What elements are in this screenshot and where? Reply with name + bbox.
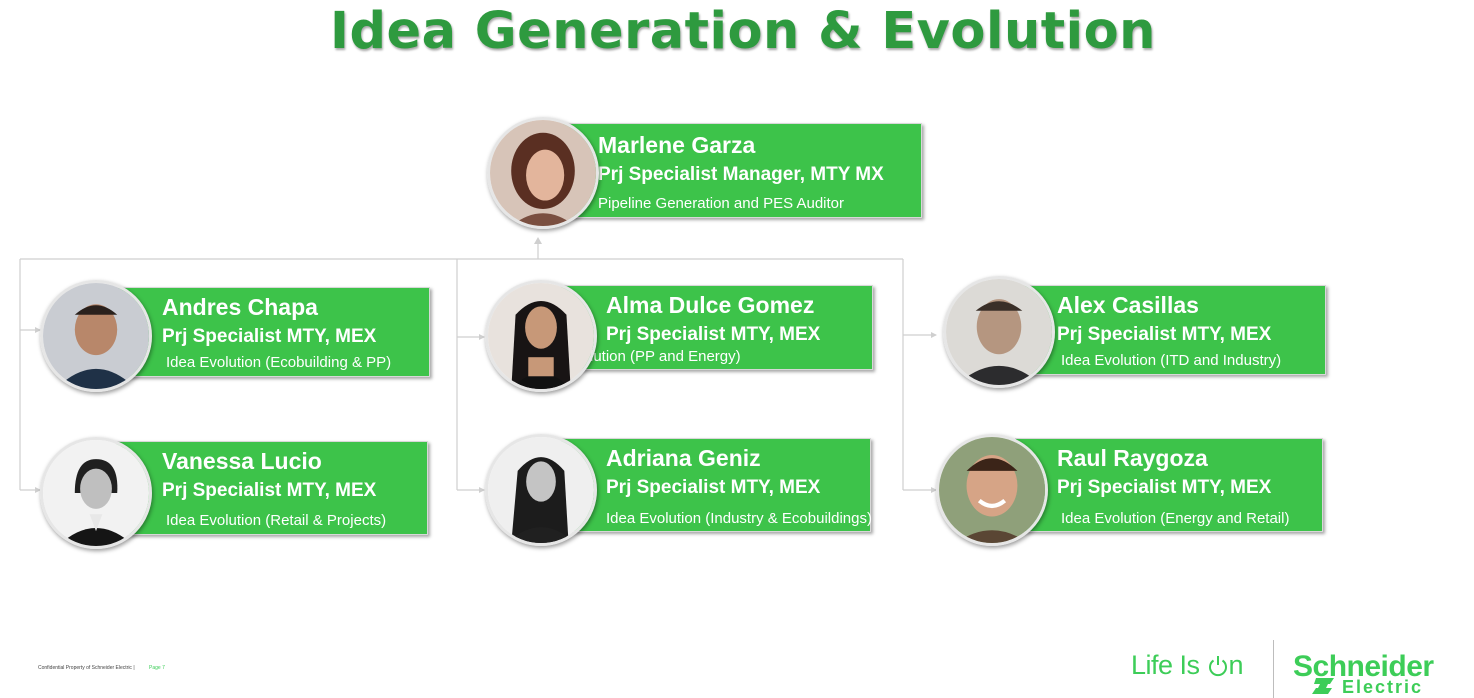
person-role: Prj Specialist MTY, MEX xyxy=(162,326,377,347)
brand-name-line1: Schneider xyxy=(1293,650,1434,683)
person-description: Idea Evolution (Energy and Retail) xyxy=(1061,510,1290,527)
avatar-vanessa-lucio xyxy=(40,437,152,549)
person-name: Adriana Geniz xyxy=(606,445,761,471)
person-description: Idea Evolution (Industry & Ecobuildings) xyxy=(606,510,872,527)
person-role: Prj Specialist MTY, MEX xyxy=(1057,477,1272,498)
person-name: Marlene Garza xyxy=(598,132,756,158)
avatar-alex-casillas xyxy=(943,276,1055,388)
avatar-alma-dulce-gomez xyxy=(485,280,597,392)
person-description: Idea Evolution (ITD and Industry) xyxy=(1061,352,1282,369)
footer-divider xyxy=(1273,640,1274,698)
avatar-marlene-garza xyxy=(487,117,599,229)
person-role: Prj Specialist MTY, MEX xyxy=(606,324,821,345)
person-name: Alma Dulce Gomez xyxy=(606,292,815,318)
person-role: Prj Specialist MTY, MEX xyxy=(606,477,821,498)
person-description: Idea Evolution (Ecobuilding & PP) xyxy=(166,354,392,371)
avatar-andres-chapa xyxy=(40,280,152,392)
person-name: Vanessa Lucio xyxy=(162,448,322,474)
person-description: Idea Evolution (Retail & Projects) xyxy=(166,512,387,529)
person-name: Raul Raygoza xyxy=(1057,445,1208,471)
brand-name-line2: Electric xyxy=(1342,677,1424,697)
schneider-logo-icon xyxy=(1312,678,1334,694)
page-title: Idea Generation & Evolution xyxy=(330,2,1156,61)
avatar-raul-raygoza xyxy=(936,434,1048,546)
avatar-adriana-geniz xyxy=(485,434,597,546)
page-number: Page 7 xyxy=(149,665,165,671)
person-name: Alex Casillas xyxy=(1057,292,1199,318)
org-card-raul-raygoza: Raul Raygoza Prj Specialist MTY, MEX Ide… xyxy=(1015,438,1323,532)
org-card-adriana-geniz: Adriana Geniz Prj Specialist MTY, MEX Id… xyxy=(560,438,872,532)
tagline-suffix: n xyxy=(1228,650,1244,680)
org-card-alex-casillas: Alex Casillas Prj Specialist MTY, MEX Id… xyxy=(1015,285,1326,375)
person-role: Prj Specialist MTY, MEX xyxy=(1057,324,1272,345)
org-card-vanessa-lucio: Vanessa Lucio Prj Specialist MTY, MEX Id… xyxy=(115,441,428,535)
person-name: Andres Chapa xyxy=(162,294,318,320)
person-role: Prj Specialist MTY, MEX xyxy=(162,480,377,501)
tagline-prefix: Life Is xyxy=(1131,650,1207,680)
life-is-on-tagline: Life Is n xyxy=(1131,650,1244,681)
confidential-note: Confidential Property of Schneider Elect… xyxy=(38,665,135,671)
org-card-marlene-garza: Marlene Garza Prj Specialist Manager, MT… xyxy=(550,123,922,218)
person-description: Pipeline Generation and PES Auditor xyxy=(598,195,844,212)
person-role: Prj Specialist Manager, MTY MX xyxy=(598,164,884,185)
org-card-alma-dulce-gomez: Alma Dulce Gomez Prj Specialist MTY, MEX… xyxy=(560,285,873,370)
org-card-andres-chapa: Andres Chapa Prj Specialist MTY, MEX Ide… xyxy=(115,287,430,377)
power-icon xyxy=(1207,653,1229,677)
person-description: lution (PP and Energy) xyxy=(590,348,741,365)
